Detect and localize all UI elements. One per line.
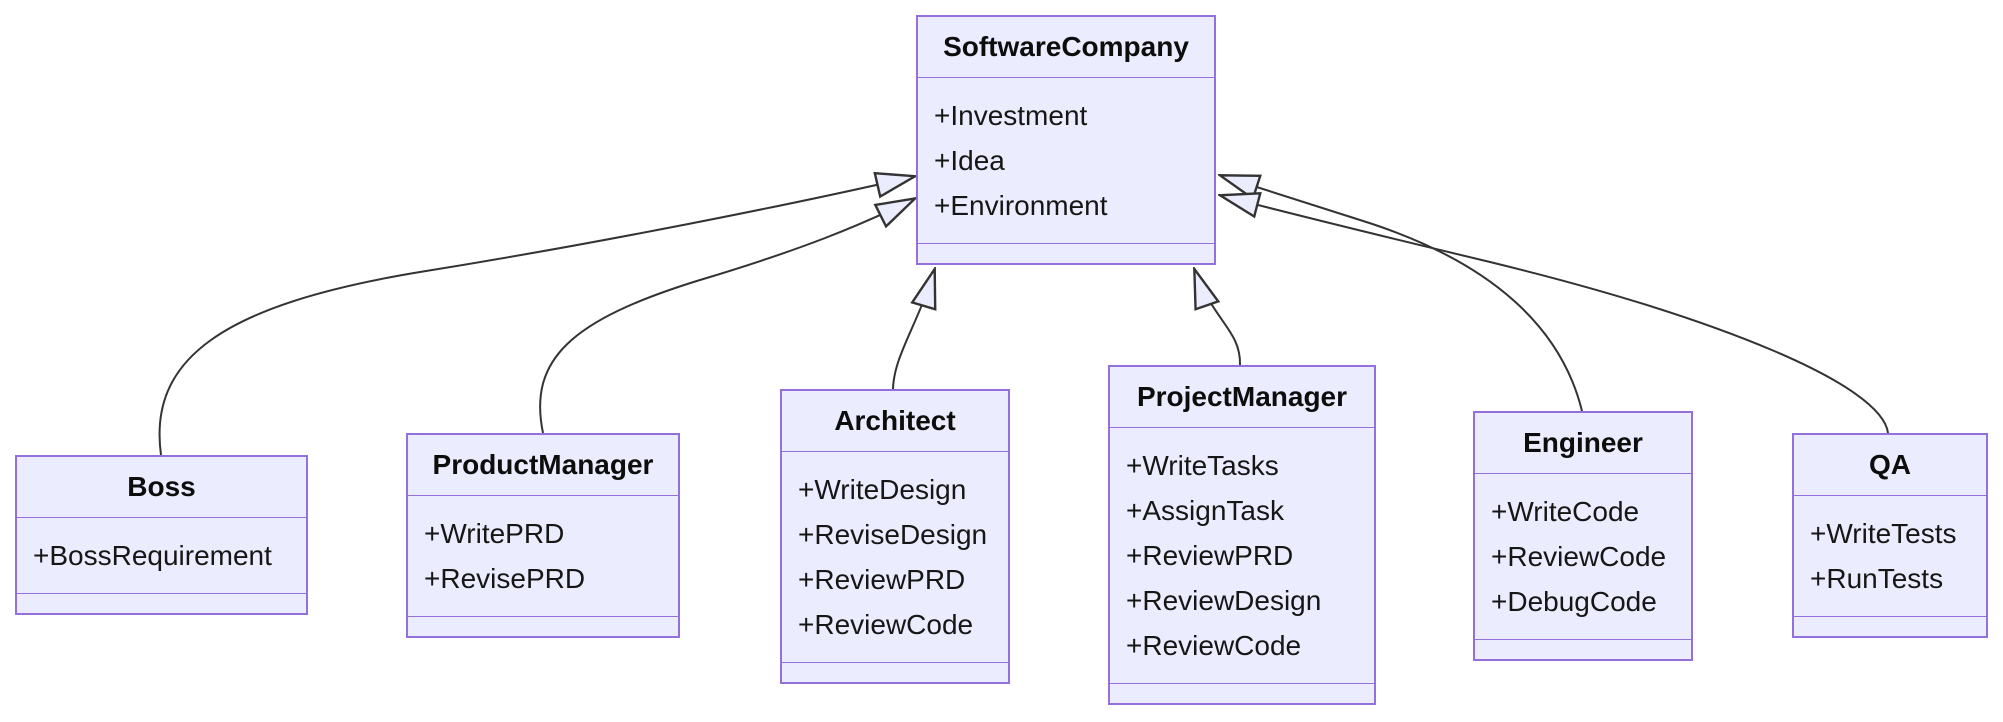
attribute-label: +ReviewPRD [1126,540,1294,571]
class-box-qa: QA +WriteTests +RunTests [1792,433,1988,638]
inheritance-edge-boss-softwarecompany [158,176,916,456]
attribute-label: +RunTests [1810,563,1944,594]
inheritance-edge-engineer-softwarecompany [1219,174,1583,412]
class-attributes: +WriteCode +ReviewCode +DebugCode [1475,473,1691,639]
class-title: Engineer [1523,427,1643,458]
attribute-label: +ReviewPRD [798,564,966,595]
attribute-label: +AssignTask [1126,495,1284,526]
class-methods-empty [1794,616,1986,636]
attribute-label: +WriteCode [1491,496,1640,527]
attribute-label: +Environment [934,190,1108,221]
class-attributes: +WriteDesign +ReviseDesign +ReviewPRD +Revi… [782,451,1008,662]
class-methods-empty [17,593,306,613]
attribute-label: +WriteTasks [1126,450,1279,481]
class-methods-empty [408,616,678,636]
class-box-architect: Architect +WriteDesign +ReviseDesign +Revi… [780,389,1010,684]
attribute-label: +RevisePRD [424,563,586,594]
attribute-label: +DebugCode [1491,586,1657,617]
class-box-softwarecompany: SoftwareCompany +Investment +Idea +Environ… [916,15,1216,265]
class-attributes: +BossRequirement [17,517,306,593]
inheritance-edge-productmanager-softwarecompany [539,198,916,434]
attribute-label: +ReviewCode [798,609,974,640]
inheritance-edge-qa-softwarecompany [1219,195,1889,434]
class-methods-empty [918,243,1214,263]
attribute-label: +WriteTests [1810,518,1957,549]
attribute-label: +ReviewCode [1126,630,1302,661]
attribute-label: +BossRequirement [33,540,272,571]
class-box-engineer: Engineer +WriteCode +ReviewCode +DebugCode [1473,411,1693,661]
class-box-projectmanager: ProjectManager +WriteTasks +AssignTask +Re… [1108,365,1376,705]
class-attributes: +WriteTests +RunTests [1794,495,1986,616]
class-title: QA [1869,449,1911,480]
attribute-label: +Investment [934,100,1088,131]
attribute-label: +WritePRD [424,518,565,549]
class-attributes: +WriteTasks +AssignTask +ReviewPRD +ReviewD… [1110,427,1374,683]
attribute-label: +ReviewDesign [1126,585,1322,616]
inheritance-edge-architect-softwarecompany [892,268,935,390]
class-title: Boss [127,471,196,502]
class-title: ProjectManager [1136,381,1348,412]
attribute-label: +ReviseDesign [798,519,988,550]
class-methods-empty [782,662,1008,682]
class-title: Architect [834,405,956,436]
class-title: SoftwareCompany [943,31,1189,62]
class-box-productmanager: ProductManager +WritePRD +RevisePRD [406,433,680,638]
class-methods-empty [1110,683,1374,703]
class-attributes: +Investment +Idea +Environment [918,77,1214,243]
attribute-label: +ReviewCode [1491,541,1667,572]
class-methods-empty [1475,639,1691,659]
inheritance-edge-projectmanager-softwarecompany [1194,268,1242,366]
class-title: ProductManager [432,449,654,480]
attribute-label: +WriteDesign [798,474,967,505]
attribute-label: +Idea [934,145,1005,176]
class-attributes: +WritePRD +RevisePRD [408,495,678,616]
class-box-boss: Boss +BossRequirement [15,455,308,615]
